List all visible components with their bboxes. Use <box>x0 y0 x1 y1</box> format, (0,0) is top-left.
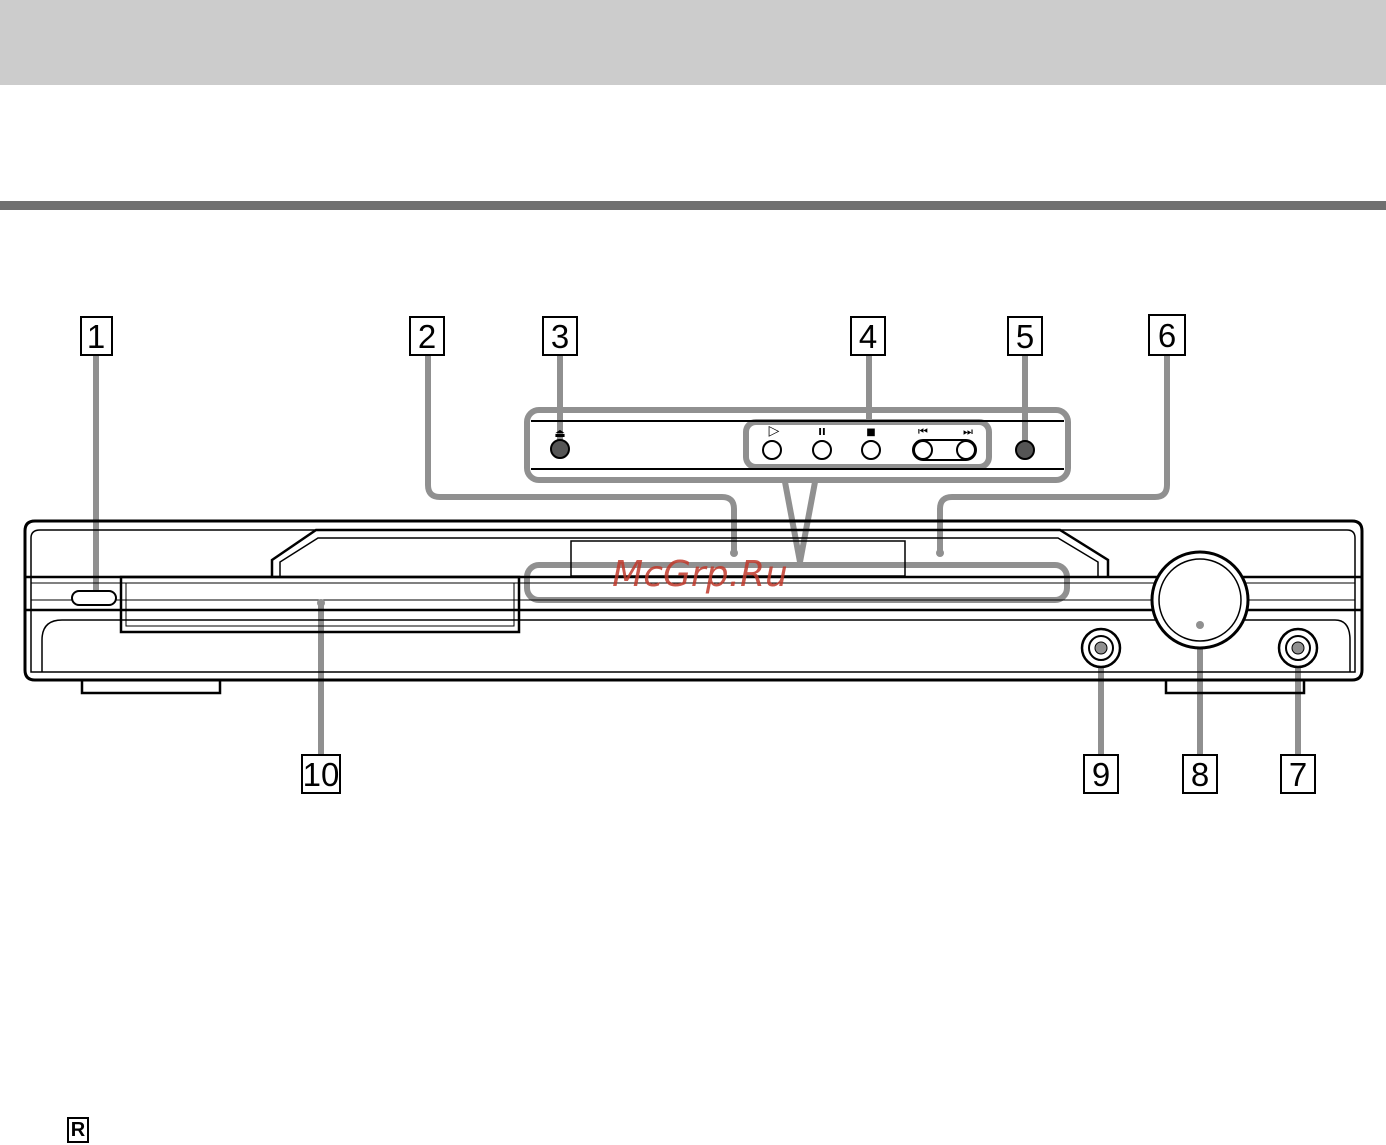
volume-knob[interactable] <box>1152 552 1248 648</box>
control-strip <box>531 421 1064 469</box>
callout-2: 2 <box>418 318 436 355</box>
watermark: McGrp.Ru <box>612 554 788 595</box>
remote-icon: R <box>67 1117 89 1143</box>
prev-button[interactable] <box>914 441 932 459</box>
callout-10: 10 <box>303 756 340 793</box>
leader-2 <box>428 355 734 553</box>
next-button[interactable] <box>957 441 975 459</box>
pause-icon: II <box>818 427 825 438</box>
function-button[interactable] <box>1016 441 1034 459</box>
stop-icon: ■ <box>866 427 875 438</box>
pause-button[interactable] <box>813 441 831 459</box>
callout-7: 7 <box>1289 756 1307 793</box>
callout-6: 6 <box>1158 317 1176 354</box>
power-button[interactable] <box>72 591 116 605</box>
prev-icon: ⏮ <box>918 425 928 438</box>
callout-9: 9 <box>1092 756 1110 793</box>
eject-button[interactable] <box>551 440 569 458</box>
stop-button[interactable] <box>862 441 880 459</box>
callout-8: 8 <box>1191 756 1209 793</box>
remote-sensor-dot <box>936 549 944 557</box>
play-icon: ▷ <box>769 423 780 439</box>
mic-jack[interactable] <box>1279 629 1317 667</box>
headphone-jack[interactable] <box>1082 629 1120 667</box>
next-icon: ⏭ <box>963 425 973 438</box>
callout-1: 1 <box>87 318 105 355</box>
play-button[interactable] <box>763 441 781 459</box>
callout-3: 3 <box>551 318 569 355</box>
eject-icon: ⏏ <box>554 426 565 440</box>
callout-5: 5 <box>1016 318 1034 355</box>
callout-4: 4 <box>859 318 877 355</box>
